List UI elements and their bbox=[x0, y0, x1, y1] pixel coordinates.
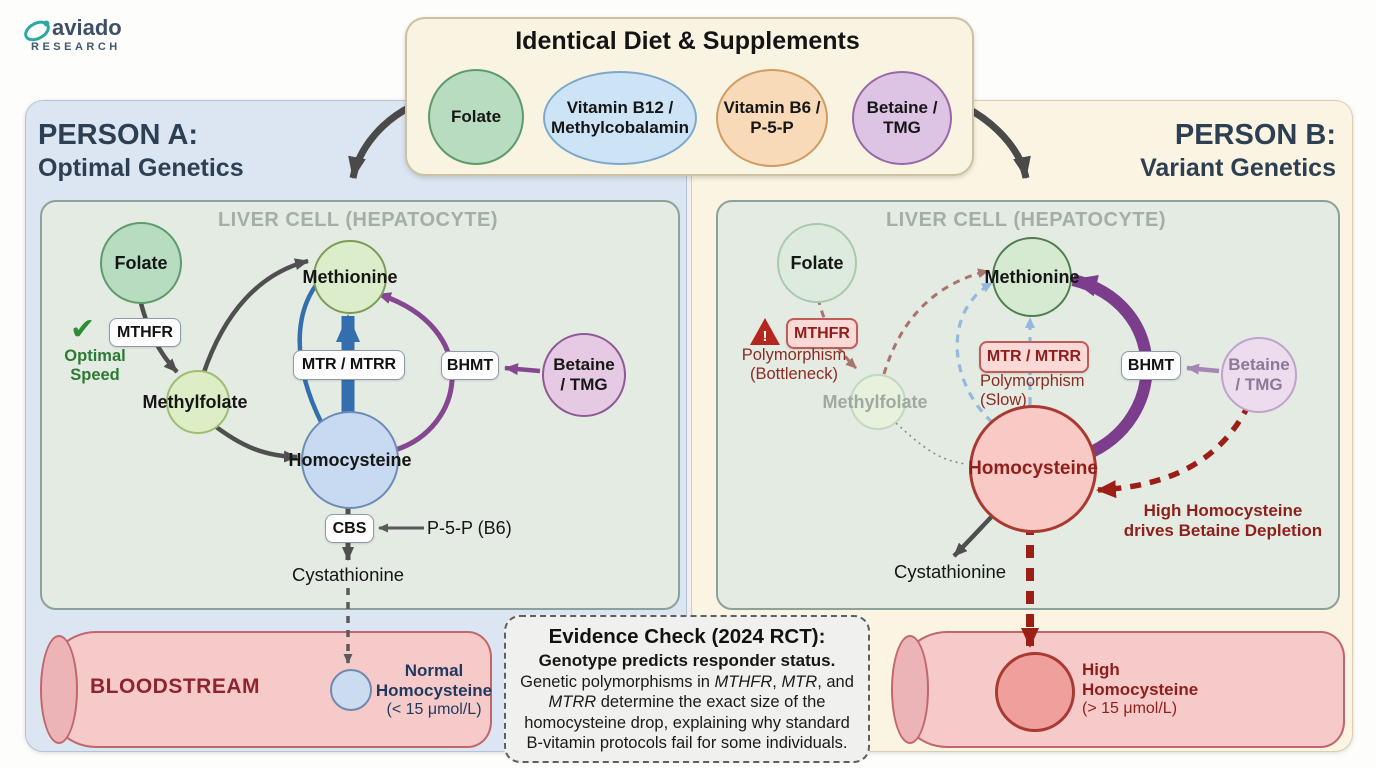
a-result-line3: (< 15 μmol/L) bbox=[386, 701, 482, 718]
b-depletion-note: High Homocysteine drives Betaine Depleti… bbox=[1123, 501, 1323, 541]
a-methylfolate-node bbox=[166, 370, 230, 434]
liver-cell-b-title: LIVER CELL (HEPATOCYTE) bbox=[885, 209, 1167, 231]
logo-icon bbox=[24, 20, 50, 42]
evidence-seg2: , bbox=[772, 673, 782, 691]
person-a-subtitle: Optimal Genetics bbox=[38, 154, 244, 182]
b-mtr-status: Polymorphism (Slow) bbox=[980, 372, 1085, 410]
b-cystathionine-label: Cystathionine bbox=[893, 561, 1007, 582]
b-betaine-label: Betaine / TMG bbox=[1228, 355, 1290, 394]
supplement-betaine-label: Betaine / TMG bbox=[866, 98, 938, 137]
b-result-line1: High bbox=[1082, 660, 1120, 679]
a-mthfr-chip: MTHFR bbox=[109, 318, 181, 347]
evidence-body: Genetic polymorphisms in MTHFR, MTR, and… bbox=[518, 672, 856, 754]
bloodstream-a-cap bbox=[40, 635, 78, 744]
evidence-seg3: , and bbox=[817, 673, 854, 691]
a-cbs-label: CBS bbox=[332, 519, 367, 537]
b-betaine-node: Betaine / TMG bbox=[1221, 337, 1297, 413]
liver-cell-a-title: LIVER CELL (HEPATOCYTE) bbox=[217, 209, 499, 231]
bloodstream-b-cap bbox=[891, 635, 929, 744]
b-methylfolate-node bbox=[850, 374, 906, 430]
a-result-line2: Homocysteine bbox=[375, 681, 493, 700]
b-mthfr-label: MTHFR bbox=[794, 324, 850, 342]
b-homocysteine-node: Homocysteine bbox=[968, 405, 1098, 533]
a-methylfolate-label: Methylfolate bbox=[142, 392, 248, 412]
supplements-title: Identical Diet & Supplements bbox=[515, 27, 860, 55]
a-methionine-node: Methionine bbox=[303, 240, 398, 314]
a-homocysteine-label: Homocysteine bbox=[288, 449, 412, 470]
supplement-b6-label: Vitamin B6 / P-5-P bbox=[723, 98, 821, 137]
evidence-gene-mtr: MTR bbox=[781, 673, 818, 691]
b-mthfr-status: Polymorphism (Bottleneck) bbox=[741, 346, 847, 384]
a-blood-homocysteine-dot bbox=[330, 669, 372, 711]
evidence-seg4: determine the exact size of the homocyst… bbox=[524, 693, 850, 753]
supplement-folate: Folate bbox=[428, 69, 524, 165]
evidence-gene-mtrr: MTRR bbox=[548, 693, 597, 712]
a-result-line1: Normal bbox=[404, 661, 464, 680]
supplement-folate-label: Folate bbox=[450, 107, 502, 127]
a-bloodstream-label: BLOODSTREAM bbox=[90, 675, 260, 698]
a-betaine-label: Betaine / TMG bbox=[553, 355, 615, 394]
person-b-subtitle: Variant Genetics bbox=[1140, 154, 1336, 182]
logo-sub: RESEARCH bbox=[31, 41, 121, 53]
a-mtr-chip: MTR / MTRR bbox=[293, 350, 405, 380]
b-folate-node: Folate bbox=[777, 223, 857, 303]
evidence-box: Evidence Check (2024 RCT): Genotype pred… bbox=[504, 615, 870, 763]
b-methionine-node: Methionine bbox=[985, 237, 1080, 317]
b-bhmt-label: BHMT bbox=[1127, 356, 1175, 374]
b-methylfolate-label: Methylfolate bbox=[822, 392, 928, 412]
b-result-line2: Homocysteine bbox=[1082, 680, 1199, 699]
evidence-seg1: Genetic polymorphisms in bbox=[520, 673, 715, 691]
person-a-title: PERSON A: bbox=[38, 119, 199, 151]
a-folate-label: Folate bbox=[114, 252, 168, 273]
a-p5p-label: P-5-P (B6) bbox=[427, 518, 512, 538]
supplement-betaine: Betaine / TMG bbox=[852, 71, 952, 165]
a-cbs-chip: CBS bbox=[325, 514, 374, 543]
b-bhmt-chip: BHMT bbox=[1121, 351, 1181, 380]
logo-brand: aviado bbox=[52, 15, 122, 40]
supplement-b6: Vitamin B6 / P-5-P bbox=[716, 69, 828, 167]
b-homocysteine-label: Homocysteine bbox=[968, 458, 1098, 480]
a-folate-node: Folate bbox=[100, 222, 182, 304]
a-methionine-label: Methionine bbox=[302, 266, 398, 287]
a-mtr-label: MTR / MTRR bbox=[301, 356, 397, 373]
bloodstream-a-vessel bbox=[42, 631, 492, 748]
a-bhmt-label: BHMT bbox=[446, 356, 494, 374]
evidence-lead: Genotype predicts responder status. bbox=[538, 651, 836, 670]
b-mtr-chip: MTR / MTRR bbox=[979, 341, 1089, 373]
b-folate-label: Folate bbox=[790, 252, 844, 273]
b-methionine-label: Methionine bbox=[984, 266, 1080, 287]
check-icon: ✔ bbox=[70, 313, 96, 346]
bloodstream-b-vessel bbox=[893, 631, 1345, 748]
person-b-title: PERSON B: bbox=[1174, 119, 1336, 151]
b-mthfr-chip: MTHFR bbox=[786, 318, 858, 349]
a-homocysteine-node: Homocysteine bbox=[288, 411, 412, 509]
a-mthfr-label: MTHFR bbox=[117, 323, 173, 341]
supplement-b12-label: Vitamin B12 / Methylcobalamin bbox=[551, 98, 689, 137]
a-cystathionine-label: Cystathionine bbox=[291, 564, 405, 585]
a-mthfr-status: Optimal Speed bbox=[64, 347, 126, 385]
b-mtr-label: MTR / MTRR bbox=[986, 348, 1082, 365]
evidence-title: Evidence Check (2024 RCT): bbox=[548, 625, 826, 648]
a-betaine-node: Betaine / TMG bbox=[542, 333, 626, 417]
evidence-gene-mthfr: MTHFR bbox=[714, 673, 773, 691]
a-bhmt-chip: BHMT bbox=[441, 351, 499, 380]
b-blood-homocysteine-dot bbox=[995, 652, 1075, 732]
b-result-line3: (> 15 μmol/L) bbox=[1082, 700, 1178, 717]
supplement-b12: Vitamin B12 / Methylcobalamin bbox=[543, 71, 697, 165]
